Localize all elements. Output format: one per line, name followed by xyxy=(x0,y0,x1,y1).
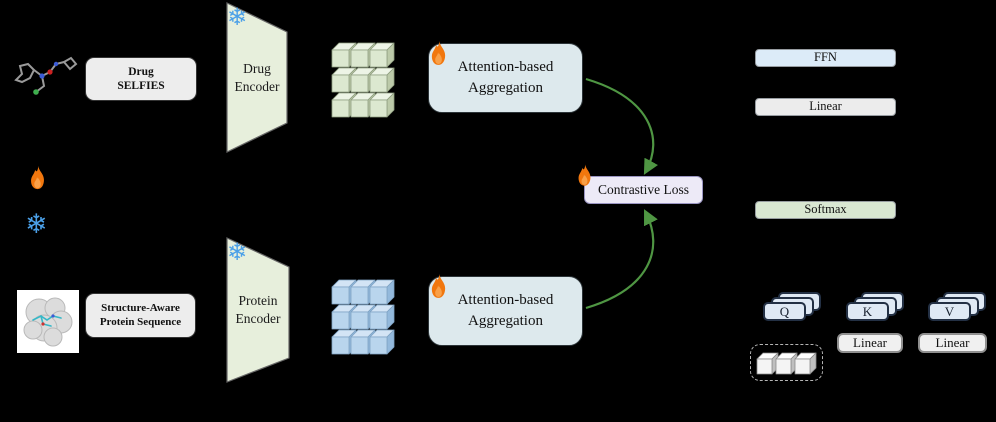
v-card: V xyxy=(928,302,971,321)
flame-icon xyxy=(431,274,446,298)
protein-encoder-label: Protein Encoder xyxy=(235,293,281,326)
linear-box: Linear xyxy=(755,98,896,116)
flame-icon xyxy=(431,41,446,65)
drug-molecule-image xyxy=(14,56,78,95)
key-linear-box: Linear xyxy=(837,333,903,353)
protein-sequence-box: Structure-Aware Protein Sequence xyxy=(85,293,196,338)
flame-icon xyxy=(31,166,44,190)
key-stack: K xyxy=(846,292,906,321)
snowflake-icon: ❄ xyxy=(227,238,248,266)
protein-encoder-shape xyxy=(226,237,290,383)
query-stack: Q xyxy=(763,292,823,321)
snowflake-icon: ❄ xyxy=(25,209,48,240)
ffn-box: FFN xyxy=(755,49,896,67)
embedding-cubes xyxy=(756,352,817,375)
token-embedding-dashed-box xyxy=(750,344,823,381)
k-card: K xyxy=(846,302,889,321)
q-card: Q xyxy=(763,302,806,321)
contrastive-loss-box: Contrastive Loss xyxy=(584,176,703,204)
protein-structure-image xyxy=(17,290,79,353)
drug-encoder-shape xyxy=(226,2,288,153)
softmax-box: Softmax xyxy=(755,201,896,219)
drug-aggregation-box: Attention-based Aggregation xyxy=(428,43,583,113)
value-stack: V xyxy=(928,292,988,321)
protein-token-cubes xyxy=(331,279,395,355)
value-linear-box: Linear xyxy=(918,333,987,353)
snowflake-icon: ❄ xyxy=(227,3,248,31)
drug-encoder-label: Drug Encoder xyxy=(234,61,280,94)
flame-icon xyxy=(578,164,591,186)
drug-token-cubes xyxy=(331,42,395,118)
protein-aggregation-box: Attention-based Aggregation xyxy=(428,276,583,346)
drug-selfies-box: Drug SELFIES xyxy=(85,57,197,101)
